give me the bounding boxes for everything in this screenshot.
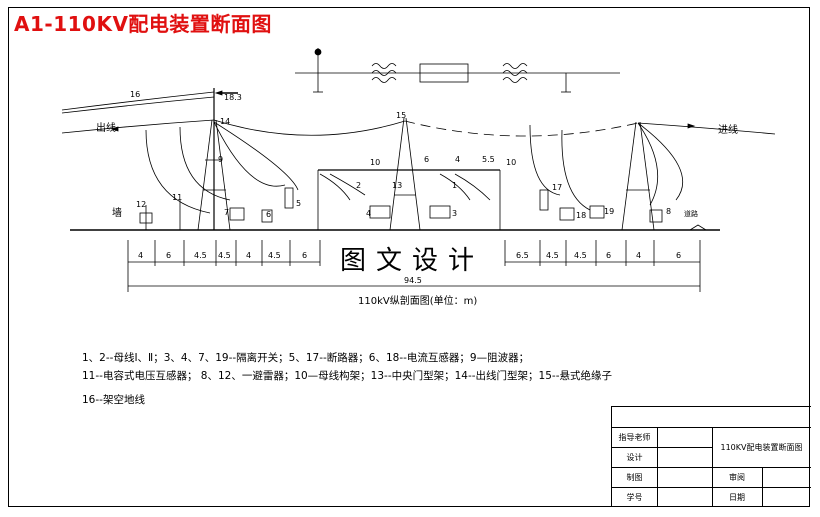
dimension-lines: [127, 240, 701, 292]
tb-number: 学号: [626, 492, 643, 502]
label-ct-6: 6: [266, 210, 271, 219]
label-disconnector-19: 19: [604, 207, 614, 216]
label-wave-trap-no: 9: [218, 155, 223, 164]
label-insulator-no: 15: [396, 111, 406, 120]
dim-left-2: 4.5: [194, 251, 207, 260]
label-central-gantry: 13: [392, 181, 402, 190]
legend-line-3: 16--架空地线: [82, 394, 145, 406]
drawing-title: A1-110KV配电装置断面图: [14, 12, 272, 36]
legend-line-2: 11--电容式电压互感器； 8、12、一避雷器；10—母线构架；13--中央门型…: [82, 370, 612, 382]
equipment-posts: [139, 187, 663, 230]
label-height: 18.3: [224, 93, 242, 102]
dim-right-5: 6: [676, 251, 681, 260]
section-caption: 110kV纵剖面图(单位：m): [358, 296, 478, 307]
dim-left-6: 6: [302, 251, 307, 260]
central-gantry: [389, 117, 421, 231]
label-bus-frame-right: 10: [506, 158, 516, 167]
dim-right-3: 6: [606, 251, 611, 260]
dim-left-0: 4: [138, 251, 143, 260]
outgoing-line: [61, 119, 776, 137]
tb-drawing: 制图: [626, 472, 643, 482]
title-block: 指导老师 设计 制图 学号 110KV配电装置断面图 审阅 日期: [611, 406, 811, 507]
label-disconnector-3: 3: [452, 209, 457, 218]
tb-date: 日期: [729, 492, 745, 502]
label-disconnector-7: 7: [224, 208, 229, 217]
dim-left-1: 6: [166, 251, 171, 260]
overhead-ground-wire: [61, 91, 215, 114]
drawing-border: [8, 7, 810, 507]
label-top-dim-4: 4: [455, 155, 460, 164]
label-arrester-12: 12: [136, 200, 146, 209]
label-disconnector-4: 4: [366, 209, 371, 218]
dim-left-4: 4: [246, 251, 251, 260]
dim-right-1: 4.5: [546, 251, 559, 260]
bus-structure: [317, 169, 501, 230]
label-top-dim-6: 6: [424, 155, 429, 164]
label-road: 道路: [684, 209, 698, 218]
outgoing-gantry-left: [197, 119, 231, 231]
dim-right-4: 4: [636, 251, 641, 260]
dim-right-2: 4.5: [574, 251, 587, 260]
legend-line-1: 1、2--母线Ⅰ、Ⅱ；3、4、7、19--隔离开关；5、17--断路器；6、18…: [82, 352, 530, 364]
label-arrester-8: 8: [666, 207, 671, 216]
dim-left-3: 4.5: [218, 251, 231, 260]
outgoing-gantry-right: [621, 121, 655, 231]
tb-review: 审阅: [729, 472, 745, 482]
label-bus-frame-left: 10: [370, 158, 380, 167]
watermark-text: 图文设计: [336, 240, 489, 277]
label-ground-wire-no: 16: [130, 90, 140, 99]
tb-drawing-name: 110KV配电装置断面图: [720, 442, 803, 452]
label-incoming: 进线: [718, 123, 738, 136]
dim-total: 94.5: [404, 276, 422, 285]
tb-design: 设计: [626, 452, 643, 462]
label-bus-2: 2: [356, 181, 361, 190]
label-bus-1: 1: [452, 181, 457, 190]
label-cvt-11: 11: [172, 193, 182, 202]
label-wall: 墙: [112, 206, 122, 219]
label-top-dim-5-5: 5.5: [482, 155, 495, 164]
label-breaker-5: 5: [296, 199, 301, 208]
label-breaker-17: 17: [552, 183, 562, 192]
label-outgoing: 出线: [96, 121, 116, 134]
label-gantry-no: 14: [220, 117, 230, 126]
single-line-schematic: [295, 48, 620, 93]
dim-right-0: 6.5: [516, 251, 529, 260]
tb-instructor: 指导老师: [618, 432, 651, 442]
label-ct-18: 18: [576, 211, 586, 220]
dim-left-5: 4.5: [268, 251, 281, 260]
